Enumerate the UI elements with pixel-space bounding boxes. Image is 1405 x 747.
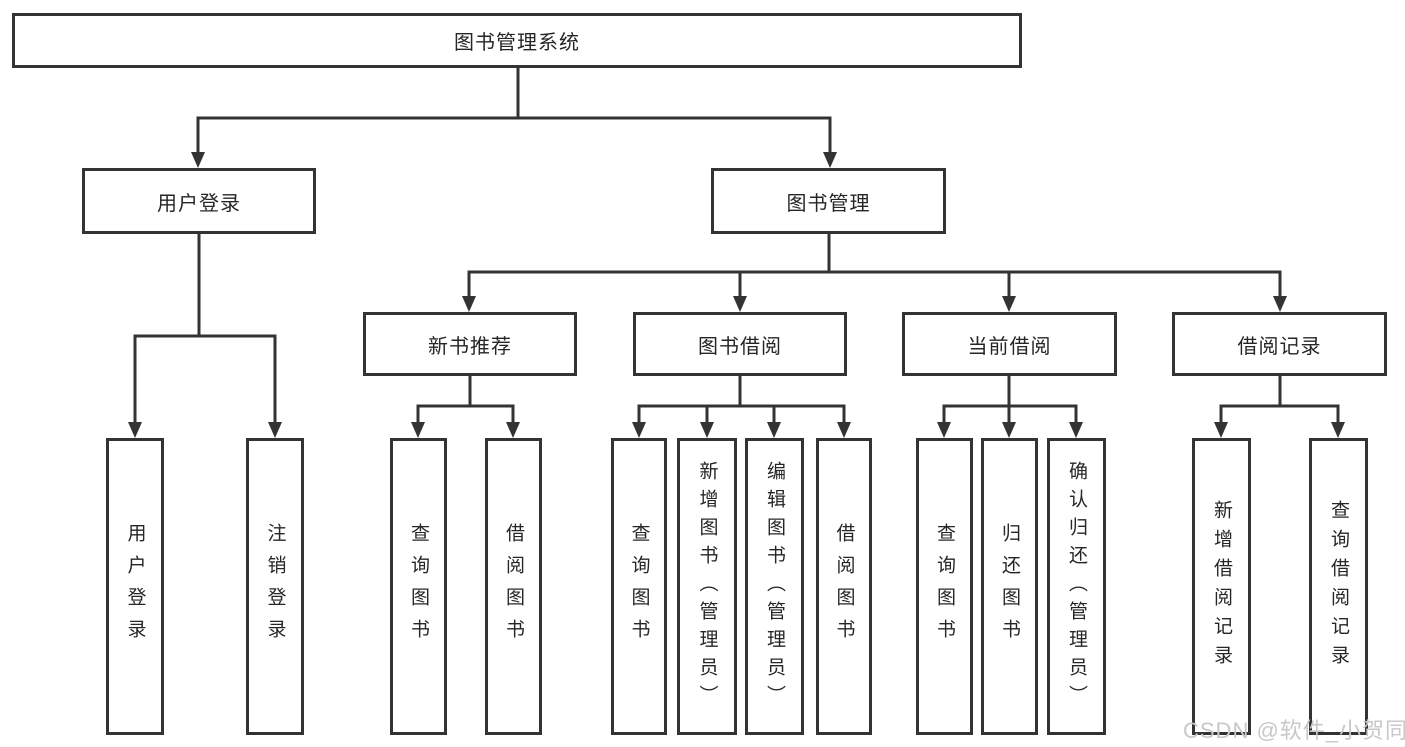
node-label: 借阅图书 — [503, 522, 524, 651]
arrowhead-icon — [462, 296, 476, 312]
arrowhead-icon — [1002, 296, 1016, 312]
leaf-borrow-books-recommend: 借阅图书 — [485, 438, 542, 735]
node-label: 注销登录 — [264, 522, 286, 651]
node-label: 图书管理系统 — [454, 32, 580, 54]
arrowhead-icon — [506, 422, 520, 438]
arrowhead-icon — [733, 296, 747, 312]
node-label: 查询图书 — [408, 522, 429, 651]
node-label: 借阅记录 — [1237, 335, 1322, 358]
leaf-return-books: 归还图书 — [981, 438, 1038, 735]
node-current-borrowing: 当前借阅 — [902, 312, 1117, 376]
node-label: 新书推荐 — [428, 335, 512, 358]
node-label: 新增借阅记录 — [1211, 499, 1232, 674]
leaf-logout: 注销登录 — [246, 438, 304, 735]
leaf-edit-book-admin: 编辑图书（管理员） — [745, 438, 804, 735]
arrowhead-icon — [268, 422, 282, 438]
node-library-management-system: 图书管理系统 — [12, 13, 1022, 68]
node-book-management: 图书管理 — [711, 168, 946, 234]
node-label: 编辑图书（管理员） — [764, 460, 785, 713]
leaf-borrow-books-borrowing: 借阅图书 — [816, 438, 872, 735]
arrowhead-icon — [1331, 422, 1345, 438]
arrowhead-icon — [632, 422, 646, 438]
node-label: 新增图书（管理员） — [696, 460, 718, 713]
leaf-query-books-current: 查询图书 — [916, 438, 973, 735]
watermark: CSDN @软件_小贺同学 — [1183, 718, 1405, 743]
arrowhead-icon — [128, 422, 142, 438]
leaf-user-login: 用户登录 — [106, 438, 164, 735]
arrowhead-icon — [937, 422, 951, 438]
node-user-login: 用户登录 — [82, 168, 316, 234]
arrowhead-icon — [700, 422, 714, 438]
node-label: 用户登录 — [157, 192, 241, 215]
arrowhead-icon — [1069, 422, 1083, 438]
node-label: 查询图书 — [628, 522, 650, 651]
arrowhead-icon — [837, 422, 851, 438]
node-label: 借阅图书 — [833, 522, 855, 651]
arrowhead-icon — [1273, 296, 1287, 312]
arrowhead-icon — [191, 152, 205, 168]
node-label: 归还图书 — [999, 522, 1020, 651]
arrowhead-icon — [767, 422, 781, 438]
leaf-add-book-admin: 新增图书（管理员） — [677, 438, 737, 735]
leaf-query-borrow-record: 查询借阅记录 — [1309, 438, 1368, 735]
arrowhead-icon — [411, 422, 425, 438]
node-label: 图书借阅 — [698, 335, 782, 358]
arrowhead-icon — [1002, 422, 1016, 438]
node-new-book-recommendation: 新书推荐 — [363, 312, 577, 376]
node-label: 查询借阅记录 — [1328, 499, 1349, 674]
leaf-add-borrow-record: 新增借阅记录 — [1192, 438, 1251, 735]
leaf-confirm-return-admin: 确认归还（管理员） — [1047, 438, 1106, 735]
node-label: 当前借阅 — [967, 335, 1052, 358]
node-label: 用户登录 — [124, 522, 146, 651]
node-label: 图书管理 — [786, 192, 871, 215]
leaf-query-books-borrowing: 查询图书 — [611, 438, 667, 735]
leaf-query-books-recommend: 查询图书 — [390, 438, 447, 735]
arrowhead-icon — [823, 152, 837, 168]
node-borrowing-records: 借阅记录 — [1172, 312, 1387, 376]
arrowhead-icon — [1214, 422, 1228, 438]
node-label: 确认归还（管理员） — [1066, 460, 1087, 713]
node-book-borrowing: 图书借阅 — [633, 312, 847, 376]
node-label: 查询图书 — [934, 522, 955, 651]
